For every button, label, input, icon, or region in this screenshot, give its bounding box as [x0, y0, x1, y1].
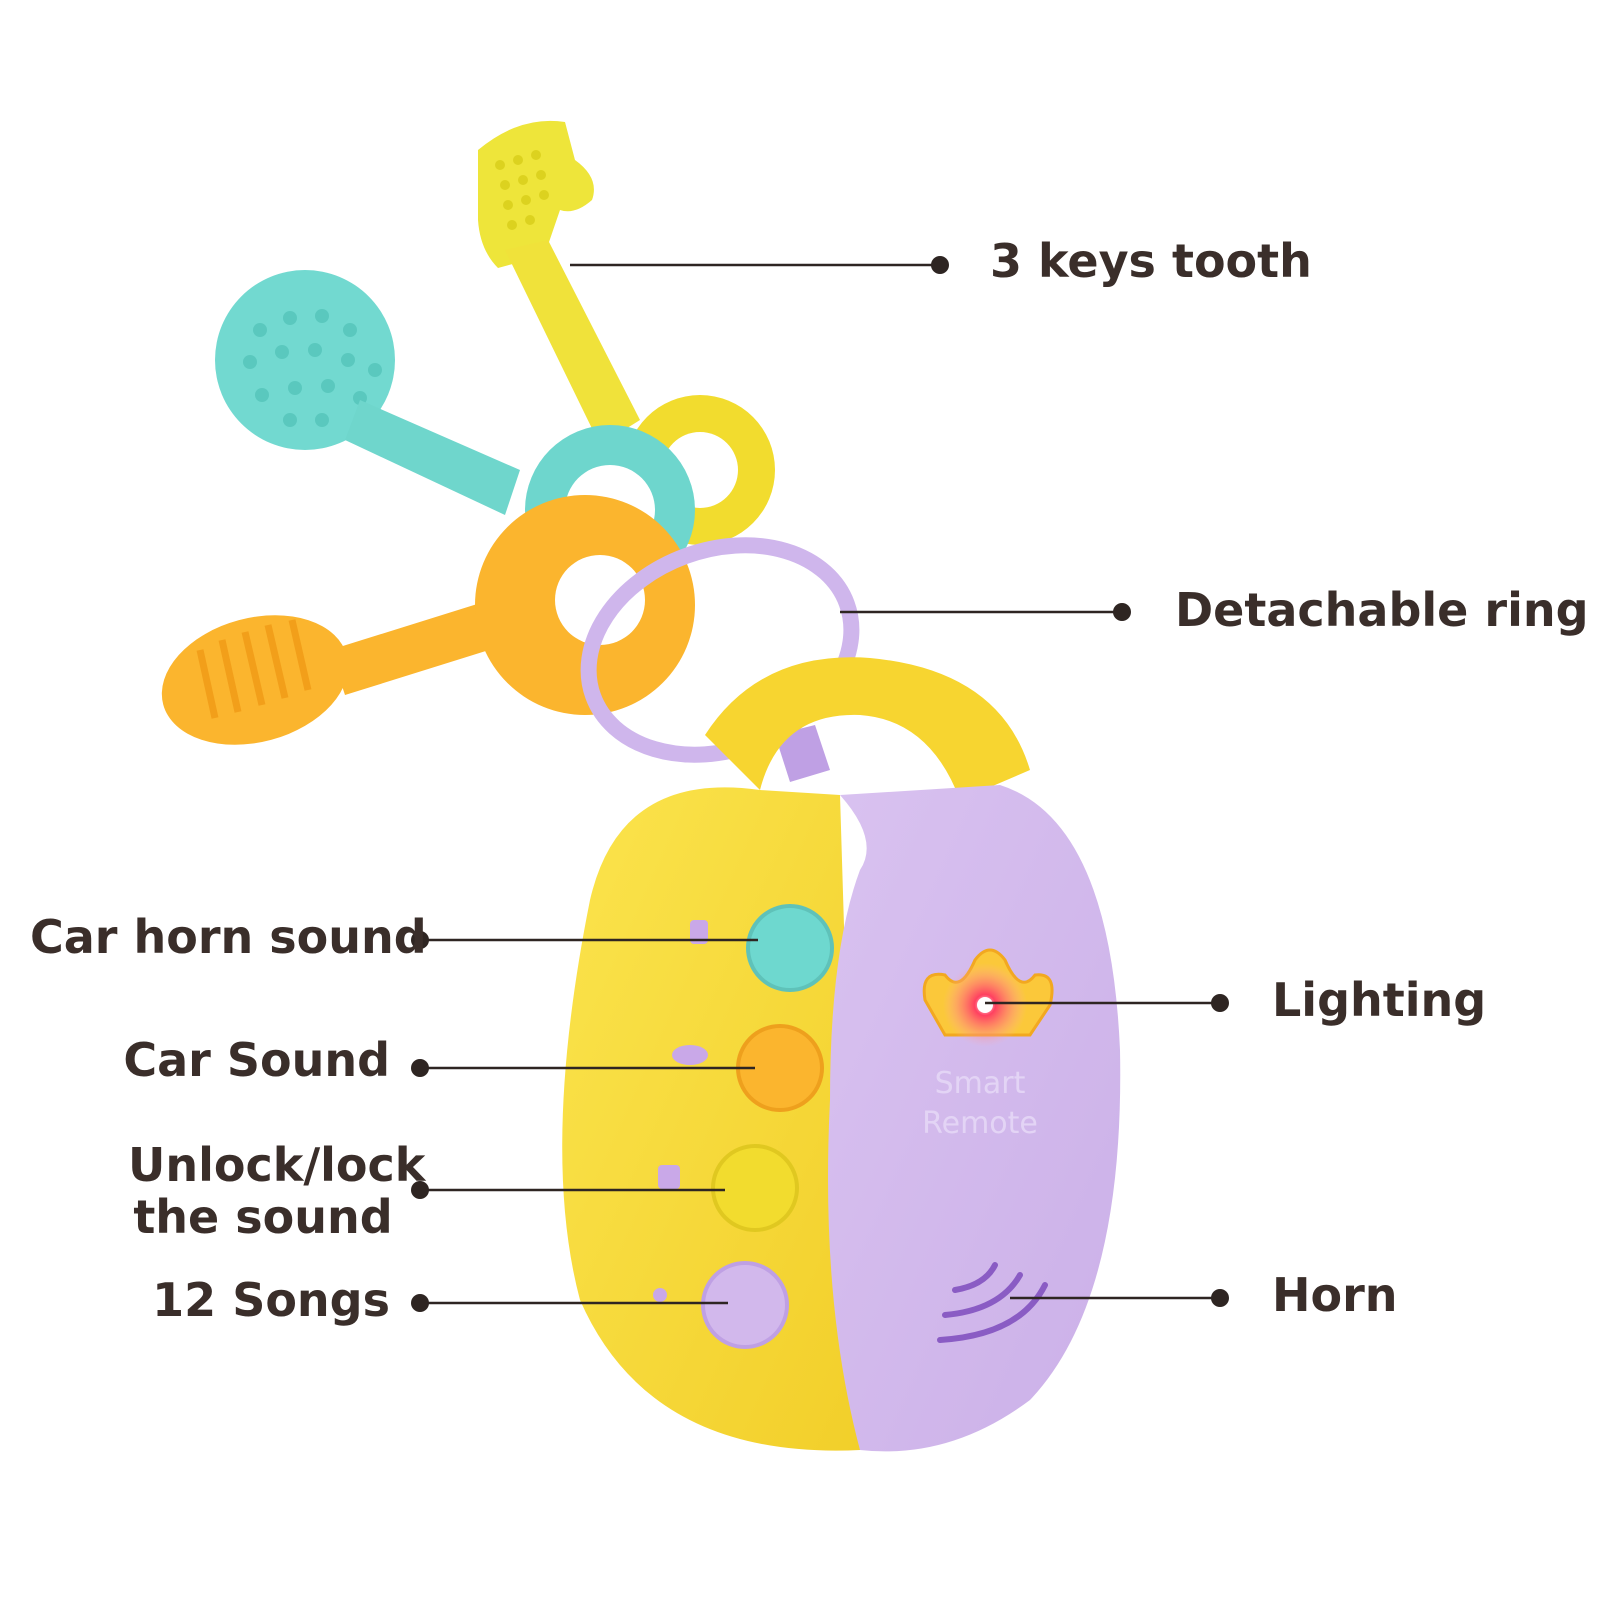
remote-text-line2: Remote: [922, 1106, 1038, 1141]
callout-unlock-lock-line2: the sound: [133, 1189, 393, 1244]
crown-light-icon: [922, 948, 1054, 1047]
callout-car-horn-sound: Car horn sound: [30, 910, 427, 964]
car-horn-button[interactable]: [746, 904, 834, 992]
callout-unlock-lock-line1: Unlock/lock: [128, 1138, 426, 1192]
lock-small-icon: [658, 1165, 680, 1189]
leader-lines: [411, 256, 1229, 1312]
sound-waves-icon: [937, 1262, 1048, 1343]
callout-detachable-ring: Detachable ring: [1175, 583, 1589, 637]
horn-small-icon: [690, 920, 708, 944]
car-small-icon: [672, 1045, 708, 1065]
orange-key-icon: [161, 495, 695, 745]
callout-horn: Horn: [1272, 1268, 1398, 1322]
remote-body: [562, 657, 1121, 1452]
songs-button[interactable]: [701, 1261, 789, 1349]
button-icons: [653, 920, 708, 1302]
callout-car-sound: Car Sound: [123, 1033, 390, 1087]
callout-keys-tooth: 3 keys tooth: [990, 234, 1312, 288]
music-note-small-icon: [653, 1288, 667, 1302]
callout-12-songs: 12 Songs: [152, 1273, 390, 1327]
unlock-lock-button[interactable]: [711, 1144, 799, 1232]
remote-text-line1: Smart: [935, 1066, 1026, 1101]
callout-unlock-lock: Unlock/lock the sound: [128, 1138, 426, 1244]
callout-lighting: Lighting: [1272, 973, 1487, 1027]
